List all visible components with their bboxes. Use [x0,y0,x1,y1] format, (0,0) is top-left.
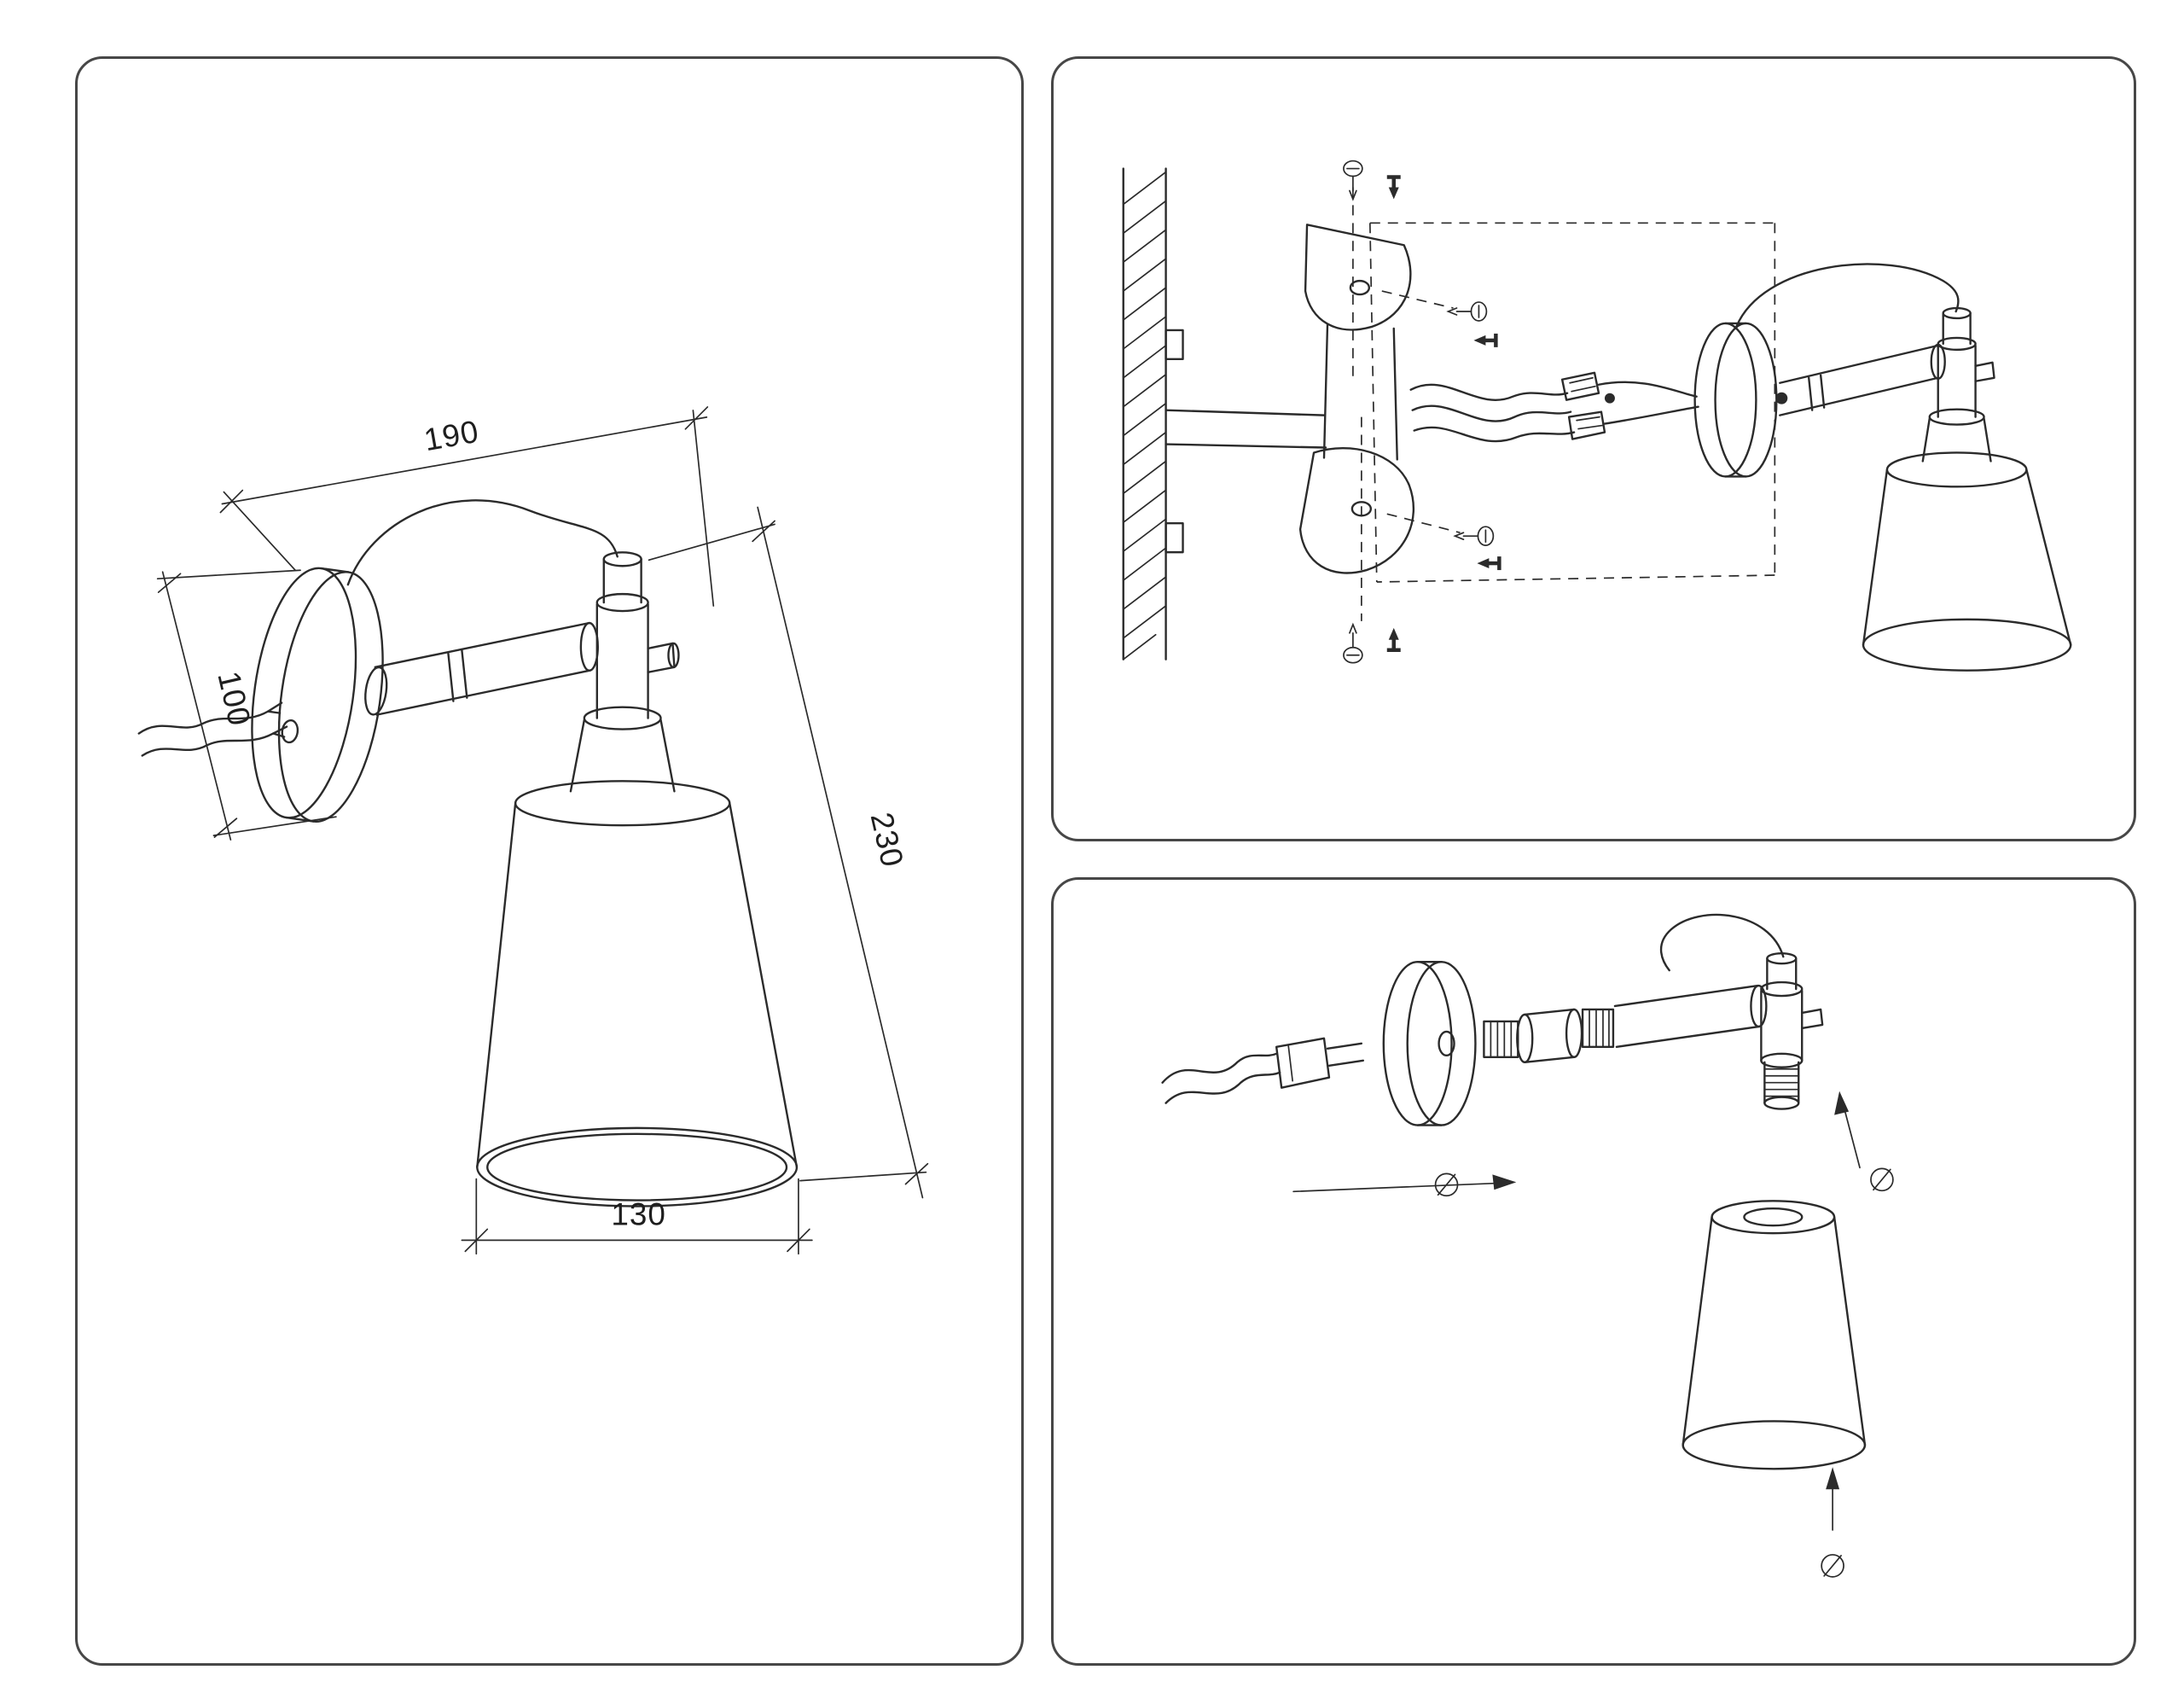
screw-direction-icon [1387,628,1401,650]
screw-icon [1454,526,1495,546]
panel-dimensioned-view: 190 100 230 [75,56,1024,1666]
lamp-shade [1682,1200,1867,1470]
wall-anchor [1165,522,1184,554]
lamp-arm [1613,984,1768,1049]
rotate-icon [1821,1554,1844,1578]
canopy-plate [1382,960,1477,1126]
mounting-bracket [1298,187,1461,621]
dimension-arm-span: 190 [219,406,715,607]
wall-anchor [1165,329,1184,361]
screw-icon [1447,301,1488,322]
lamp-dimension-drawing: 190 100 230 [137,406,929,1255]
insert-arrow [1842,1102,1861,1169]
mounting-rod [1165,409,1327,449]
holder-knob [647,642,676,673]
wire-nut [1567,410,1606,440]
lamp-shade [1862,451,2072,672]
wall-section [1122,167,1184,660]
dimension-label-100: 100 [211,668,257,730]
screw-icon [1343,624,1363,664]
plug-body [1275,1037,1331,1089]
canopy-screw [1775,392,1788,404]
dashed-outline [1368,222,1776,583]
panel-assembly-step [1051,877,2136,1666]
shade-ring-hole [1743,1207,1804,1227]
slide-arrow [1292,1182,1504,1193]
rotate-icon [1870,1167,1894,1192]
screw-direction-icon [1477,556,1499,570]
lamp-holder [1760,951,1824,1110]
bracket-hole [1349,279,1371,296]
panel-installation-step [1051,56,2136,841]
wire-connections [1409,371,1699,443]
wall-plate [251,567,384,823]
dimension-height: 230 [648,506,929,1199]
threaded-pipe [1483,1008,1615,1063]
plate-hole [281,719,299,744]
dimension-label-190: 190 [421,414,482,458]
hanging-wire [346,499,619,586]
power-wires [137,701,288,757]
lamp-shade [476,780,799,1207]
screw-direction-icon [1473,334,1496,347]
hanging-wire [1660,913,1785,972]
assembly-arrows [1292,1091,1894,1578]
canopy-hole [1438,1030,1455,1056]
mounting-arm [364,621,599,716]
dimension-label-130: 130 [611,1196,666,1231]
lamp-holder [1921,306,1995,463]
power-cord-plug [1161,1037,1365,1104]
mounting-screws [1343,160,1499,664]
lamp-holder [569,551,680,793]
screw-direction-icon [1387,177,1401,200]
canopy-plate [1693,322,1788,478]
socket-threads [1763,1068,1800,1097]
wall-hatching [1122,171,1167,660]
dimension-shade: 130 [461,1178,813,1255]
rotate-icon [1434,1172,1459,1197]
installation-drawing [1122,160,2072,672]
lamp-arm [1779,343,1946,416]
holder-knob [1801,1008,1824,1030]
dimension-label-230: 230 [864,809,910,870]
wire-nut [1560,371,1600,401]
dimension-backplate: 100 [156,569,337,841]
assembly-drawing [1161,913,1894,1578]
hanging-wire [1734,263,1960,330]
